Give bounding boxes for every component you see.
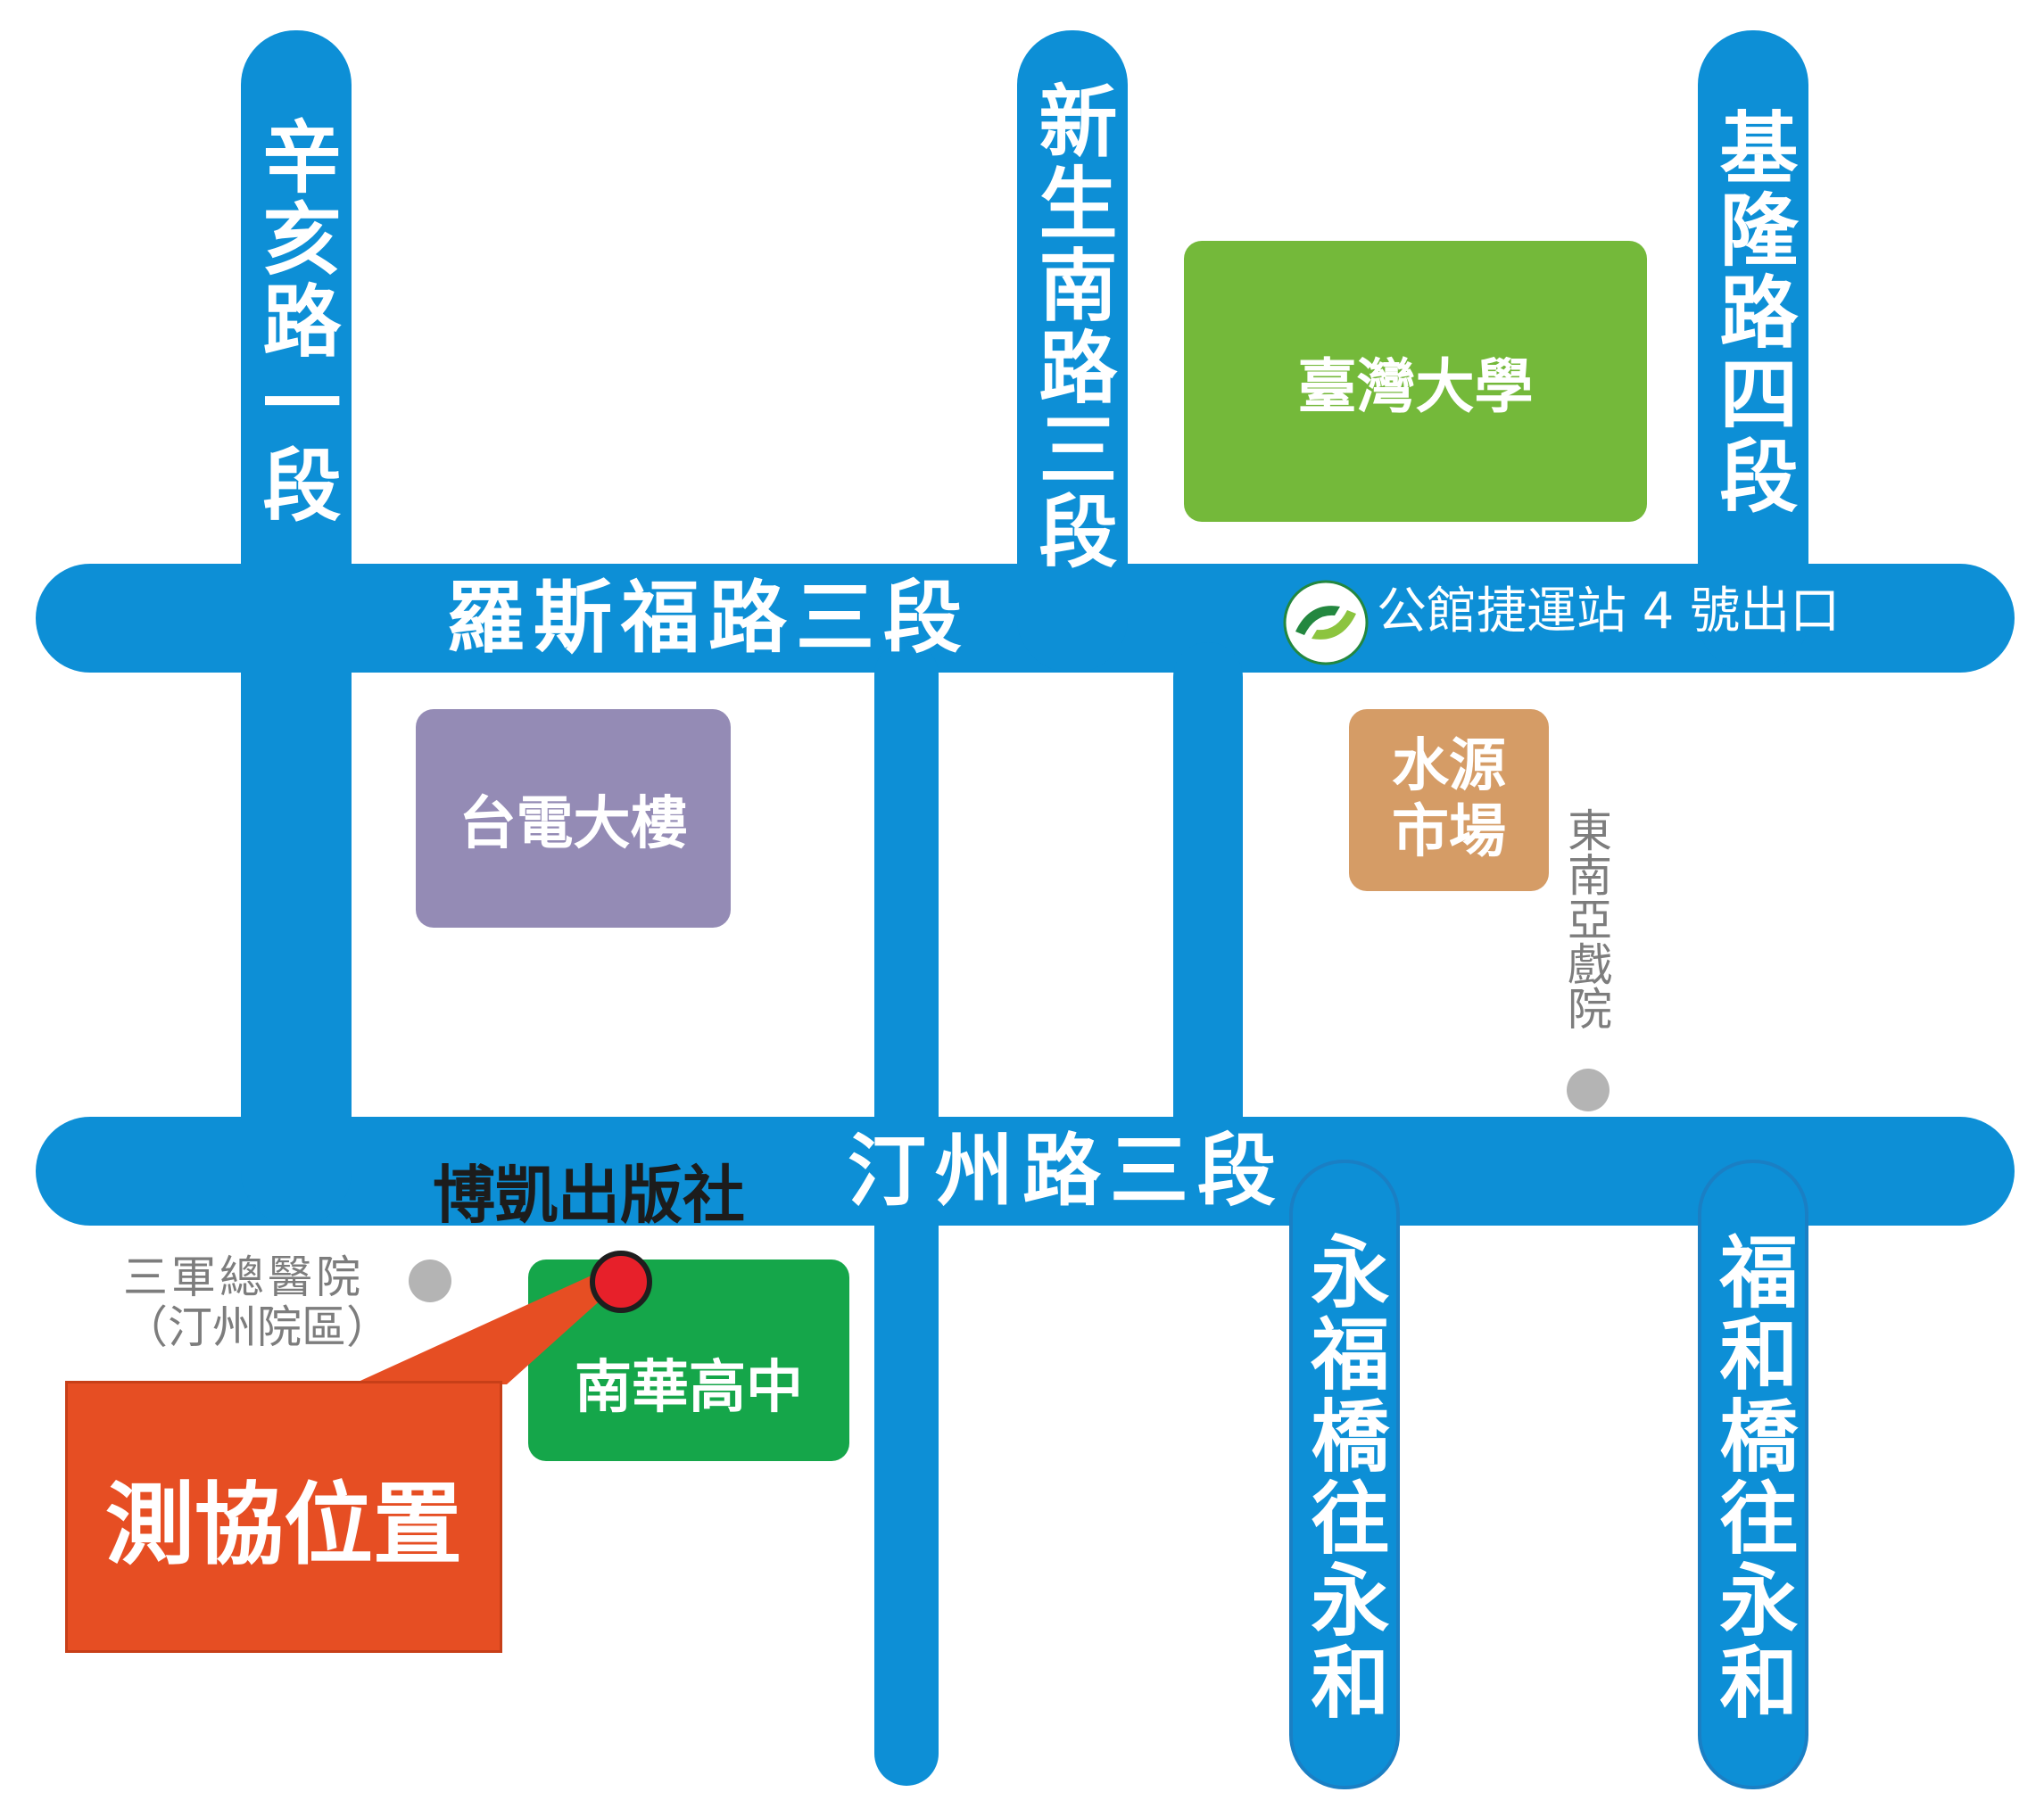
location-label-box: 測協位置 — [65, 1381, 502, 1653]
road-yongfu — [1289, 1160, 1400, 1789]
road-label-yongfu: 永福橋往永和 — [1298, 1231, 1391, 1723]
road-label-tingzhou: 汀州路三段 — [848, 1124, 1286, 1217]
road-label-xinsheng: 新生南路三段 — [1026, 80, 1119, 573]
poi-theater-dot — [1567, 1069, 1610, 1111]
poi-hospital-line2: （汀州院區） — [123, 1301, 391, 1353]
poi-hospital-line1: 三軍總醫院 — [123, 1251, 364, 1303]
landmark-shuiyuan: 水源市場 — [1349, 709, 1549, 891]
road-xinhai — [241, 30, 352, 1226]
mrt-logo-icon — [1283, 580, 1369, 665]
poi-hospital-dot — [409, 1260, 451, 1302]
road-keelung — [1698, 30, 1808, 673]
road-tingzhou — [36, 1117, 2015, 1226]
road-label-roosevelt: 羅斯福路三段 — [446, 571, 972, 664]
road-label-fuhe: 福和橋往永和 — [1707, 1231, 1800, 1723]
location-pin-icon — [590, 1251, 652, 1313]
road-fuhe — [1698, 1160, 1808, 1789]
landmark-ntu: 臺灣大學 — [1184, 241, 1647, 522]
road-label-xinhai: 辛亥路一段 — [250, 116, 343, 526]
road-label-keelung: 基隆路四段 — [1707, 107, 1800, 517]
road-xinsheng-south — [874, 642, 939, 1786]
poi-hospital-label: 三軍總醫院 （汀州院區） — [123, 1252, 391, 1352]
landmark-taipower: 台電大樓 — [416, 709, 731, 928]
publisher-label: 博凱出版社 — [433, 1159, 745, 1232]
road-xinsheng — [1017, 30, 1128, 673]
mrt-exit-label: 公館捷運站 4 號出口 — [1377, 582, 1841, 640]
road-connector — [1173, 642, 1243, 1195]
landmark-nanhua: 南華高中 — [528, 1260, 849, 1461]
poi-theater-label: 東南亞戲院 — [1560, 807, 1612, 1030]
